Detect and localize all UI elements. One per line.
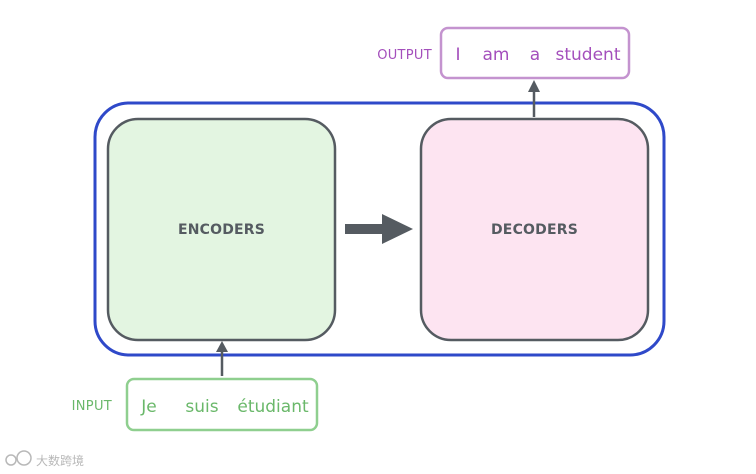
input-token: étudiant xyxy=(237,397,309,417)
encoder-to-decoder-arrow xyxy=(345,214,413,244)
decoders-label: DECODERS xyxy=(491,222,578,238)
encoders-label: ENCODERS xyxy=(178,222,265,238)
output-arrow xyxy=(528,80,540,117)
output-box xyxy=(439,26,631,80)
input-box xyxy=(125,377,319,432)
output-token: a xyxy=(530,45,540,65)
decoders-block xyxy=(419,117,650,342)
input-arrow xyxy=(216,341,228,376)
input-token: suis xyxy=(185,397,218,417)
input-token: Je xyxy=(140,397,156,417)
watermark-text: 大数跨境 xyxy=(36,453,84,468)
encoders-block xyxy=(106,117,337,342)
transformer-container xyxy=(93,101,666,357)
output-token: student xyxy=(556,45,621,65)
output-label: OUTPUT xyxy=(377,48,432,63)
watermark-logo-icon xyxy=(5,450,32,466)
output-token: am xyxy=(483,45,510,65)
watermark: 大数跨境 xyxy=(5,450,84,468)
input-label: INPUT xyxy=(72,399,112,414)
output-token: I xyxy=(455,45,460,65)
